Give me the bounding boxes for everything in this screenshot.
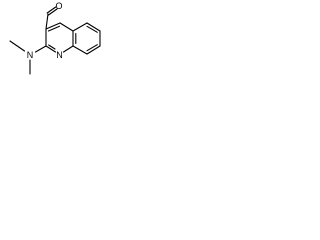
bond-cho-c3: [45, 13, 49, 30]
bond-carbonyl-a: [47, 8, 58, 16]
bond-n1-c2: [45, 45, 57, 53]
bond-c3-c4: [45, 22, 61, 30]
bond-c5-c6: [86, 22, 101, 32]
amine-nitrogen-label: N: [27, 50, 34, 60]
bond-c4a-c5: [72, 22, 88, 32]
bond-c8a-n1: [62, 45, 74, 53]
bond-c3-c4-inner: [47, 25, 61, 32]
bond-c7-c8: [86, 45, 101, 55]
structure-drawing: O N N: [9, 1, 101, 75]
bond-c4-c4a: [59, 22, 74, 32]
bond-n-methyl-1: [9, 40, 26, 52]
bond-c2-namine: [34, 45, 47, 53]
bond-c7-c8-inner: [86, 44, 98, 52]
bond-carbonyl-b: [46, 6, 57, 14]
bond-n1-c2-inner: [48, 44, 56, 50]
oxygen-label: O: [55, 1, 62, 11]
bond-c8-c8a: [72, 45, 88, 55]
bond-lines: [9, 6, 101, 75]
bond-c5-c6-inner: [86, 25, 98, 33]
ring-nitrogen-label: N: [56, 50, 63, 60]
